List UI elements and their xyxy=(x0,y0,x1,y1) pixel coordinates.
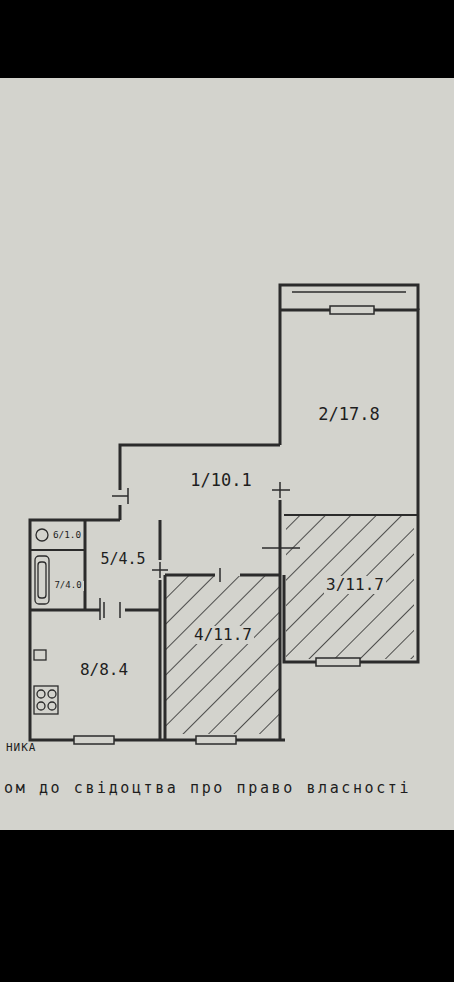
windows xyxy=(74,306,374,744)
room-label: 6/1.0 xyxy=(51,530,83,540)
caption-text: ом до свідоцтва про право власності xyxy=(4,780,411,797)
room-area: 5/4.5 xyxy=(88,524,158,594)
hatch xyxy=(166,576,279,734)
room-area: 3/11.7 xyxy=(300,560,410,610)
fixtures xyxy=(34,529,58,714)
room-area: 1/10.1 xyxy=(166,450,276,510)
walls xyxy=(30,285,418,740)
room-label: 5/4.5 xyxy=(98,551,147,568)
room-area: 7/4.0 xyxy=(52,566,84,606)
room-area: 2/17.8 xyxy=(284,316,414,512)
room-area: 6/1.0 xyxy=(50,522,84,548)
stamp-text: НИКА xyxy=(6,742,37,754)
room-label: 2/17.8 xyxy=(316,405,381,424)
room-area: 8/8.4 xyxy=(50,640,158,700)
room-label: 3/11.7 xyxy=(324,576,386,594)
room-label: 4/11.7 xyxy=(192,626,254,644)
hatch xyxy=(286,516,414,659)
room-area: 4/11.7 xyxy=(168,610,278,660)
room-label: 7/4.0 xyxy=(52,581,83,591)
room-label: 8/8.4 xyxy=(78,661,130,679)
room-label: 1/10.1 xyxy=(188,471,253,490)
